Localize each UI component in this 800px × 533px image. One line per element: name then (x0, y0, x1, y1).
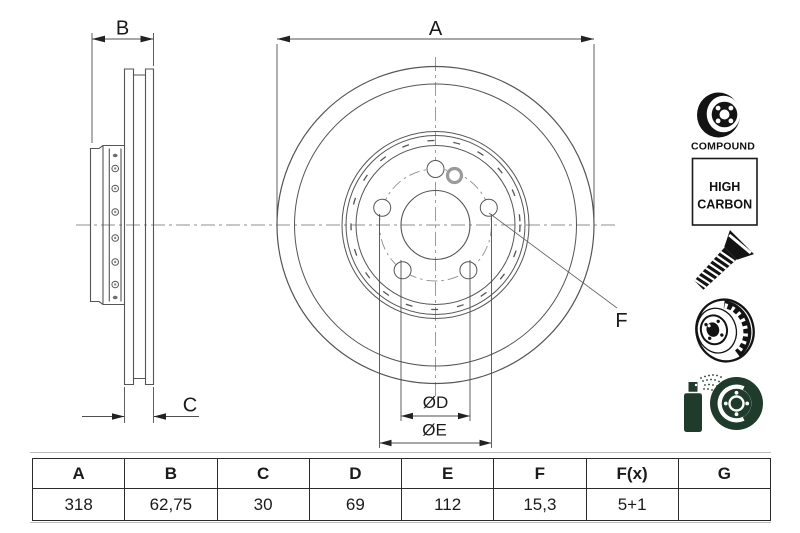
side-view-cross-section (89, 68, 155, 386)
table-value-cell: 69 (308, 488, 403, 521)
side-view-bolt-holes (111, 153, 119, 300)
table-header-cell: C (216, 458, 310, 489)
compound-icon: COMPOUND (691, 92, 755, 153)
high-carbon-line1: HIGH (709, 180, 740, 194)
table-value-cell: 112 (400, 488, 495, 521)
high-carbon-badge: HIGH CARBON (691, 157, 758, 226)
compound-label: COMPOUND (691, 141, 755, 153)
table-value-cell: 5+1 (585, 488, 679, 521)
dimension-c: C (82, 387, 199, 423)
table-header-cell: B (124, 458, 218, 489)
table-value-cell: 15,3 (493, 488, 587, 521)
compound-pin-marks (350, 139, 521, 311)
spray-can-icon (684, 374, 724, 432)
dimension-label-a: A (429, 18, 443, 40)
table-header-cell: G (677, 458, 772, 489)
table-header-cell: D (308, 458, 403, 489)
dimension-a: A (276, 18, 595, 218)
table-value-cell: 30 (216, 488, 310, 521)
coated-disc-icon (684, 374, 763, 432)
locating-pin-hole (445, 166, 464, 185)
table-header-cell: E (400, 458, 495, 489)
vented-disc-icon (695, 298, 755, 363)
dimension-label-f: F (615, 310, 627, 332)
front-view (276, 65, 595, 385)
high-carbon-line2: CARBON (697, 198, 752, 212)
dimension-label-d: ØD (423, 393, 449, 412)
table-bottom-rule (30, 522, 771, 523)
table-value-cell: 318 (31, 488, 126, 521)
dimension-label-b: B (116, 18, 129, 40)
wheel-bolt-holes (373, 160, 498, 280)
screw-icon (694, 230, 754, 290)
dimension-e: ØE (379, 214, 492, 448)
table-header-cell: F (493, 458, 587, 489)
centerlines (76, 57, 618, 400)
leader-f: F (488, 212, 628, 332)
table-header-cell: A (31, 458, 126, 489)
spec-table-header-row: A B C D E F F(x) G (31, 458, 772, 489)
center-bore (400, 189, 471, 261)
dimension-d: ØD (400, 260, 471, 421)
spray-dots (700, 374, 724, 391)
dimension-b: B (91, 18, 154, 143)
table-header-cell: F(x) (585, 458, 679, 489)
table-value-cell: 62,75 (124, 488, 218, 521)
dimension-label-c: C (183, 395, 197, 417)
table-value-cell (677, 488, 772, 521)
spec-table: A B C D E F F(x) G 318 62,75 30 69 112 1… (31, 458, 772, 521)
table-top-rule (30, 452, 771, 453)
spec-table-value-row: 318 62,75 30 69 112 15,3 5+1 (31, 488, 772, 521)
dimension-label-e: ØE (422, 421, 447, 440)
